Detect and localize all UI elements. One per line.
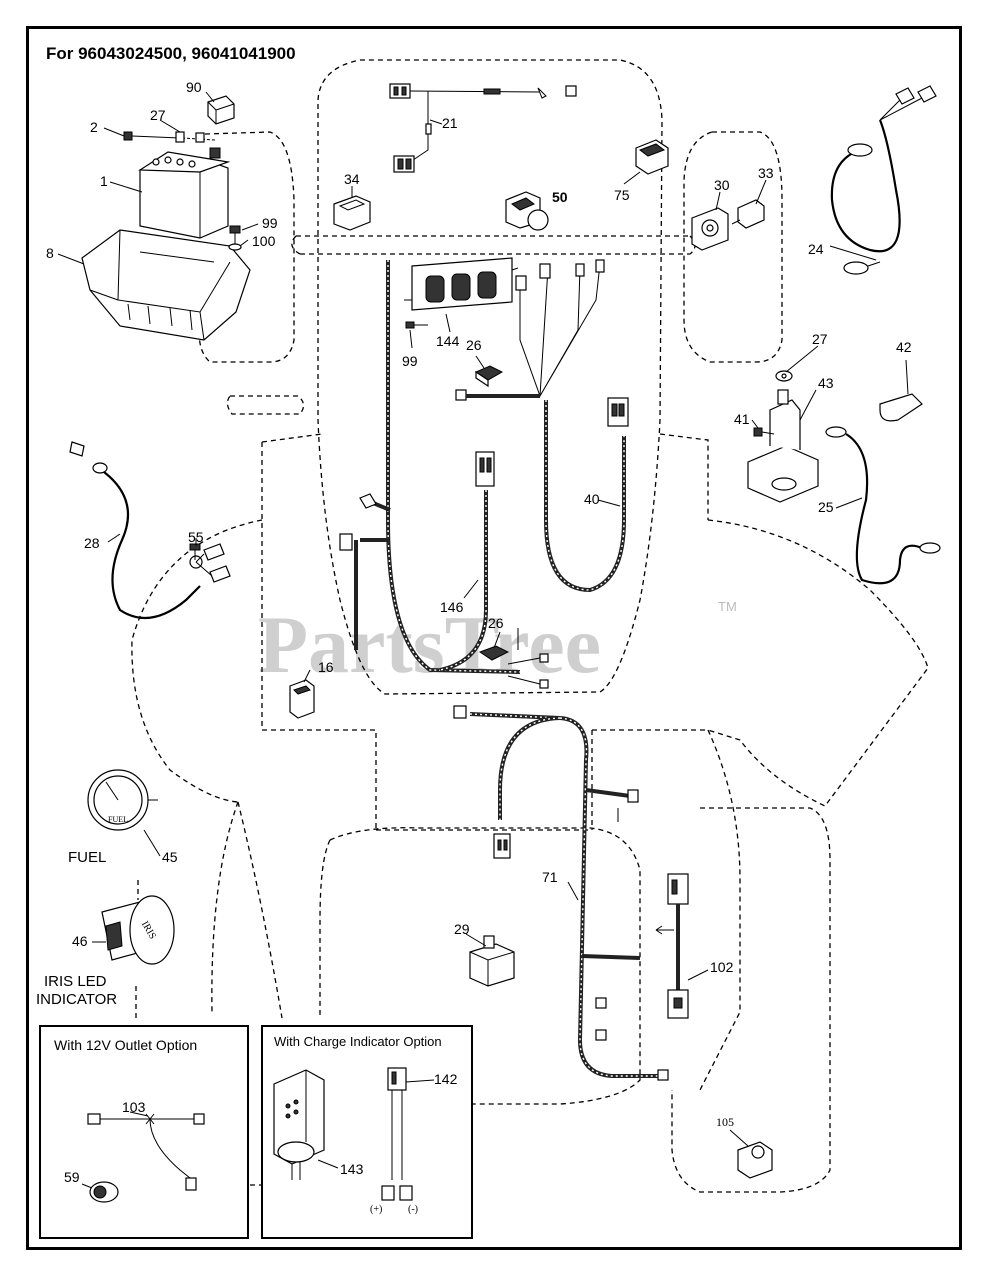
- watermark: PartsTree TM: [258, 599, 737, 690]
- harness-102: [655, 873, 689, 1019]
- leader-lines: [57, 91, 909, 1189]
- part-label-71: 71: [542, 869, 558, 885]
- cap-42: [879, 393, 923, 422]
- dash-panel-outline: [317, 59, 663, 695]
- harness-71: [453, 705, 669, 1081]
- part-label-102: 102: [710, 959, 734, 975]
- part-label-99a: 99: [262, 215, 278, 231]
- battery[interactable]: [138, 147, 231, 239]
- captions: FUEL IRIS LED INDICATOR: [36, 849, 117, 1008]
- switch-34: [333, 195, 371, 231]
- part-label-1: 1: [100, 173, 108, 189]
- small-tab-outline: [226, 395, 305, 415]
- battery-nut: [175, 131, 205, 143]
- part-label-143: 143: [340, 1161, 364, 1177]
- part-label-27b: 27: [812, 331, 828, 347]
- part-label-105: 105: [716, 1115, 734, 1129]
- dash-crossbar: [291, 235, 696, 255]
- switch-105: [737, 1141, 773, 1179]
- part-label-45: 45: [162, 849, 178, 865]
- tray-bolt: [228, 225, 242, 251]
- module-wires: [455, 259, 605, 401]
- part-label-144: 144: [436, 333, 460, 349]
- part-label-90: 90: [186, 79, 202, 95]
- part-label-27a: 27: [150, 107, 166, 123]
- part-label-99b: 99: [402, 353, 418, 369]
- part-label-8: 8: [46, 245, 54, 261]
- minus-terminal-label: (-): [408, 1204, 418, 1215]
- switch-75: [635, 139, 669, 175]
- module-screw-99: [405, 321, 428, 329]
- part-label-42: 42: [896, 339, 912, 355]
- nut-27: [775, 370, 793, 382]
- part-label-142: 142: [434, 1071, 458, 1087]
- terminal-cover: [207, 95, 235, 125]
- iris-caption-line1: IRIS LED: [44, 973, 107, 990]
- part-label-46: 46: [72, 933, 88, 949]
- part-label-26a: 26: [466, 337, 482, 353]
- part-label-50: 50: [552, 189, 568, 205]
- wiring-harness-146: [339, 260, 521, 674]
- seat-switch-29: [469, 935, 515, 987]
- harness-21: [389, 83, 577, 173]
- iris-indicator-46: IRIS: [101, 895, 175, 965]
- chassis-outlines: [131, 59, 929, 1193]
- page-title: For 96043024500, 96041041900: [46, 44, 296, 63]
- option-box-charge-title: With Charge Indicator Option: [274, 1034, 442, 1049]
- switch-50: [505, 191, 549, 231]
- part-label-34: 34: [344, 171, 360, 187]
- part-label-146: 146: [440, 599, 464, 615]
- right-fender-outline: [707, 519, 929, 807]
- part-label-28: 28: [84, 535, 100, 551]
- part-label-24: 24: [808, 241, 824, 257]
- option-box-12v-title: With 12V Outlet Option: [54, 1037, 197, 1053]
- battery-tray: [81, 229, 251, 341]
- part-label-26b: 26: [488, 615, 504, 631]
- part-label-59: 59: [64, 1169, 80, 1185]
- part-label-43: 43: [818, 375, 834, 391]
- solenoid-43: [747, 389, 819, 503]
- lower-frame-outline: [319, 807, 831, 1193]
- fuse-26-upper: [474, 365, 504, 388]
- control-module-144: [404, 257, 519, 311]
- diagram-frame: [26, 26, 962, 1250]
- part-label-25: 25: [818, 499, 834, 515]
- fuse-26-lower: [478, 628, 549, 689]
- part-label-41: 41: [734, 411, 750, 427]
- iris-caption-line2: INDICATOR: [36, 991, 117, 1008]
- option-box-12v-outlet: With 12V Outlet Option: [39, 1025, 249, 1239]
- part-labels: 1 2 27 90 8 99 100 21 34 50 75 30 33 24 …: [46, 79, 912, 1185]
- ground-wire-28: [69, 441, 231, 620]
- watermark-text: PartsTree: [258, 599, 601, 690]
- part-label-30: 30: [714, 177, 730, 193]
- option-box-charge-indicator: With Charge Indicator Option (+) (-): [261, 1025, 473, 1239]
- part-label-16: 16: [318, 659, 334, 675]
- part-label-40: 40: [584, 491, 600, 507]
- ignition-switch: [691, 207, 729, 251]
- right-link-outline: [699, 729, 741, 1091]
- battery-cable-25: [825, 426, 941, 585]
- watermark-tm: TM: [718, 599, 737, 614]
- plus-terminal-label: (+): [370, 1204, 382, 1215]
- relay-16: [289, 679, 315, 719]
- part-label-75: 75: [614, 187, 630, 203]
- battery-cable-24: [830, 85, 937, 275]
- mid-frame-outline: [261, 433, 709, 831]
- gauge-face-label: FUEL: [108, 815, 128, 824]
- part-label-2: 2: [90, 119, 98, 135]
- part-label-29: 29: [454, 921, 470, 937]
- ignition-outline: [683, 131, 783, 363]
- bolt-55: [189, 543, 201, 560]
- part-label-100: 100: [252, 233, 276, 249]
- ignition-key: [731, 199, 765, 229]
- part-label-21: 21: [442, 115, 458, 131]
- part-label-55: 55: [188, 529, 204, 545]
- part-label-103: 103: [122, 1099, 146, 1115]
- fuel-gauge-45: FUEL: [87, 769, 158, 831]
- part-label-33: 33: [758, 165, 774, 181]
- fuel-caption: FUEL: [68, 849, 106, 866]
- left-link-outline: [135, 801, 283, 1019]
- harness-40: [544, 397, 629, 593]
